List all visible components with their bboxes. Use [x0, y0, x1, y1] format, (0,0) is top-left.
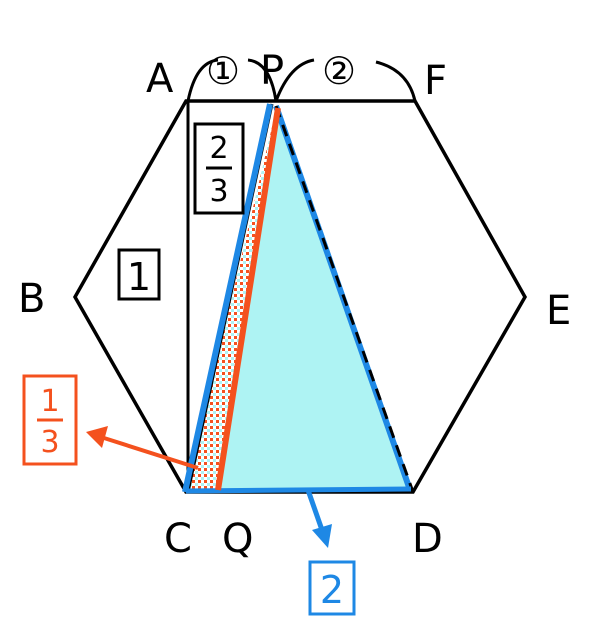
box-one-third-num: 1	[40, 384, 59, 419]
blue-line-qd	[185, 486, 412, 494]
box-two-thirds-den: 3	[209, 174, 228, 209]
label-c: C	[164, 516, 192, 562]
arc-ap	[186, 58, 278, 102]
mark-pf: ②	[322, 49, 356, 93]
dashed-line-pd	[274, 105, 415, 493]
box-1-text: 1	[127, 255, 151, 299]
label-p: P	[260, 48, 284, 94]
box-2-text: 2	[320, 568, 344, 612]
label-d: D	[412, 516, 443, 562]
box-2	[308, 560, 356, 616]
label-a: A	[146, 56, 174, 102]
arc-pf	[274, 58, 417, 102]
blue-line-cp	[182, 103, 273, 493]
label-q: Q	[222, 516, 253, 562]
orange-arrow-line	[103, 436, 199, 470]
label-f: F	[424, 58, 447, 104]
mark-ap: ①	[206, 49, 240, 93]
cyan-triangle	[218, 110, 410, 490]
box-one-third-den: 3	[40, 425, 59, 460]
box-two-thirds-num: 2	[209, 131, 228, 166]
box-1	[117, 248, 161, 301]
label-e: E	[546, 288, 571, 334]
orange-arrow-head	[86, 426, 108, 448]
orange-line-pq	[215, 107, 281, 491]
blue-arrow-line	[305, 489, 325, 531]
blue-arrow-head	[312, 524, 332, 548]
label-b: B	[18, 276, 45, 322]
